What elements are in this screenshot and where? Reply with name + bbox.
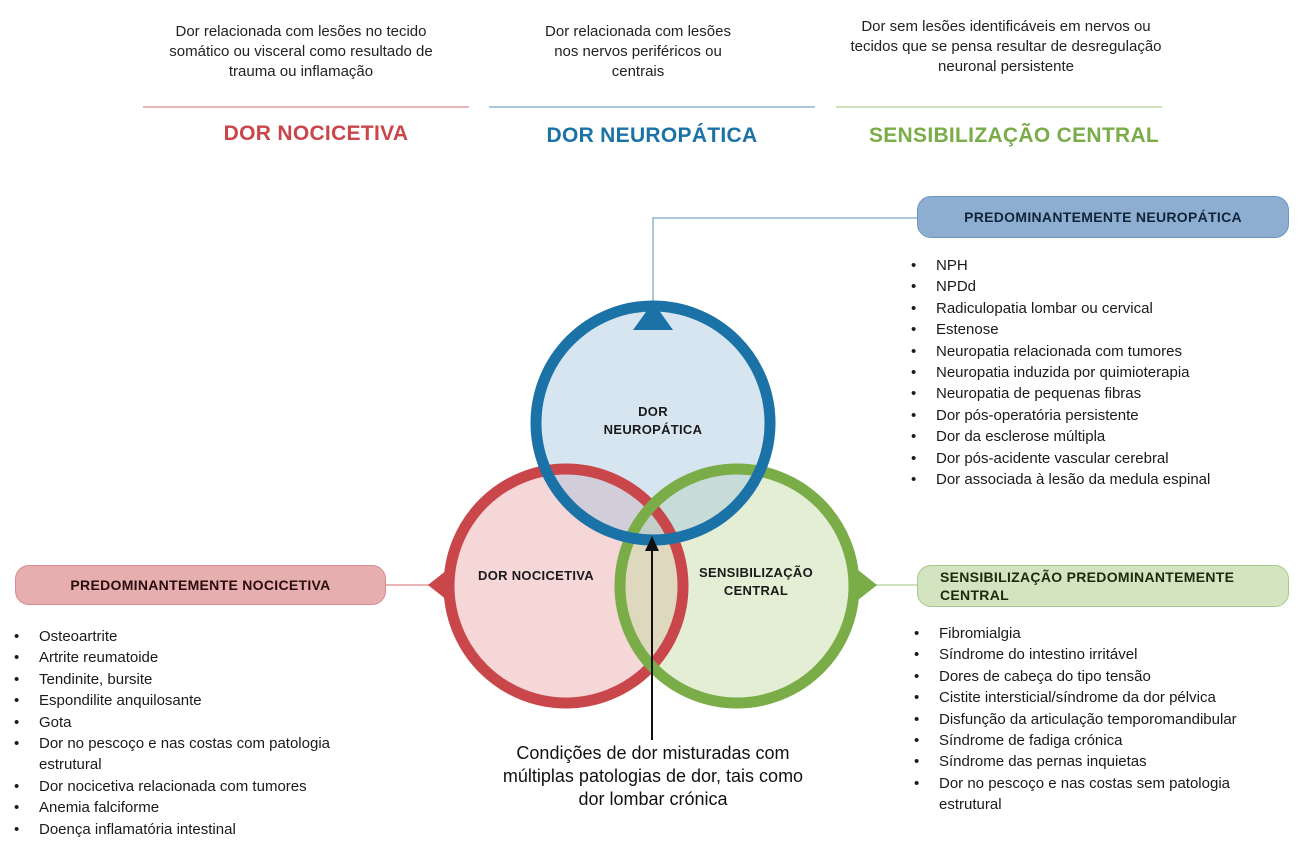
- nociceptive-condition-item: Dor no pescoço e nas costas com patologi…: [14, 733, 384, 776]
- central-panel-header: SENSIBILIZAÇÃO PREDOMINANTEMENTE CENTRAL: [917, 565, 1289, 607]
- central-description: Dor sem lesões identificáveis em nervos …: [850, 18, 1162, 75]
- neuropathic-circle-fill: [536, 306, 770, 540]
- neuropathic-condition-item: Neuropatia de pequenas fibras: [911, 383, 1291, 405]
- neuropathic-condition-item: Dor pós-operatória persistente: [911, 405, 1291, 427]
- nociceptive-condition-item: Artrite reumatoide: [14, 647, 384, 669]
- neuropathic-condition-item: Radiculopatia lombar ou cervical: [911, 298, 1291, 320]
- neuropathic-condition-item: Neuropatia relacionada com tumores: [911, 341, 1291, 363]
- neuropathic-condition-item: Neuropatia induzida por quimioterapia: [911, 362, 1291, 384]
- nociceptive-condition-item: Espondilite anquilosante: [14, 690, 384, 712]
- center-arrow-head: [645, 536, 659, 551]
- neuropathic-title: DOR NEUROPÁTICA: [546, 124, 758, 147]
- central-condition-item: Cistite intersticial/síndrome da dor pél…: [914, 687, 1274, 709]
- central-condition-item: Dores de cabeça do tipo tensão: [914, 666, 1274, 688]
- venn-label-neuropathic: DOR NEUROPÁTICA: [603, 404, 703, 437]
- nociceptive-panel-title: PREDOMINANTEMENTE NOCICETIVA: [70, 577, 331, 593]
- central-circle-ring: [614, 463, 860, 709]
- nociceptive-condition-item: Gota: [14, 712, 384, 734]
- neuropathic-divider: [489, 106, 815, 108]
- nociceptive-title: DOR NOCICETIVA: [223, 122, 409, 145]
- central-circle-fill: [620, 469, 854, 703]
- nociceptive-condition-item: Dor nocicetiva relacionada com tumores: [14, 776, 384, 798]
- neuropathic-description: Dor relacionada com lesões nos nervos pe…: [545, 23, 731, 80]
- neuropathic-conditions-list: NPHNPDdRadiculopatia lombar ou cervicalE…: [911, 255, 1291, 491]
- central-divider: [836, 106, 1162, 108]
- nociceptive-condition-item: Osteoartrite: [14, 626, 384, 648]
- central-condition-item: Síndrome das pernas inquietas: [914, 751, 1274, 773]
- neuropathic-panel-title: PREDOMINANTEMENTE NEUROPÁTICA: [964, 209, 1242, 225]
- neuropathic-condition-item: Dor pós-acidente vascular cerebral: [911, 448, 1291, 470]
- central-condition-item: Disfunção da articulação temporomandibul…: [914, 709, 1274, 731]
- venn-label-nociceptive: DOR NOCICETIVA: [478, 568, 594, 583]
- neuropathic-condition-item: NPH: [911, 255, 1291, 277]
- neuropathic-pointer: [633, 302, 673, 330]
- nociceptive-circle-ring: [443, 463, 689, 709]
- neuropathic-panel-header: PREDOMINANTEMENTE NEUROPÁTICA: [917, 196, 1289, 238]
- neuropathic-condition-item: Dor associada à lesão da medula espinal: [911, 469, 1291, 491]
- neuropathic-condition-item: Estenose: [911, 319, 1291, 341]
- central-title: SENSIBILIZAÇÃO CENTRAL: [868, 124, 1160, 147]
- central-condition-item: Fibromialgia: [914, 623, 1274, 645]
- nociceptive-condition-item: Anemia falciforme: [14, 797, 384, 819]
- central-panel-title: SENSIBILIZAÇÃO PREDOMINANTEMENTE CENTRAL: [940, 569, 1235, 603]
- nociceptive-conditions-list: OsteoartriteArtrite reumatoideTendinite,…: [14, 626, 384, 840]
- nociceptive-divider: [143, 106, 469, 108]
- central-condition-item: Dor no pescoço e nas costas sem patologi…: [914, 773, 1274, 816]
- neuropathic-condition-item: Dor da esclerose múltipla: [911, 426, 1291, 448]
- nociceptive-description: Dor relacionada com lesões no tecido som…: [169, 23, 433, 80]
- nociceptive-condition-item: Doença inflamatória intestinal: [14, 819, 384, 841]
- central-condition-item: Síndrome de fadiga crónica: [914, 730, 1274, 752]
- nociceptive-panel-header: PREDOMINANTEMENTE NOCICETIVA: [15, 565, 386, 605]
- nociceptive-condition-item: Tendinite, bursite: [14, 669, 384, 691]
- venn-label-central: SENSIBILIZAÇÃO CENTRAL: [699, 565, 813, 598]
- nociceptive-circle-fill: [449, 469, 683, 703]
- neuropathic-condition-item: NPDd: [911, 276, 1291, 298]
- central-condition-item: Síndrome do intestino irritável: [914, 644, 1274, 666]
- neuropathic-connector: [652, 217, 920, 312]
- mixed-pain-note: Condições de dor misturadas com múltipla…: [502, 743, 804, 809]
- central-conditions-list: FibromialgiaSíndrome do intestino irritá…: [914, 623, 1274, 816]
